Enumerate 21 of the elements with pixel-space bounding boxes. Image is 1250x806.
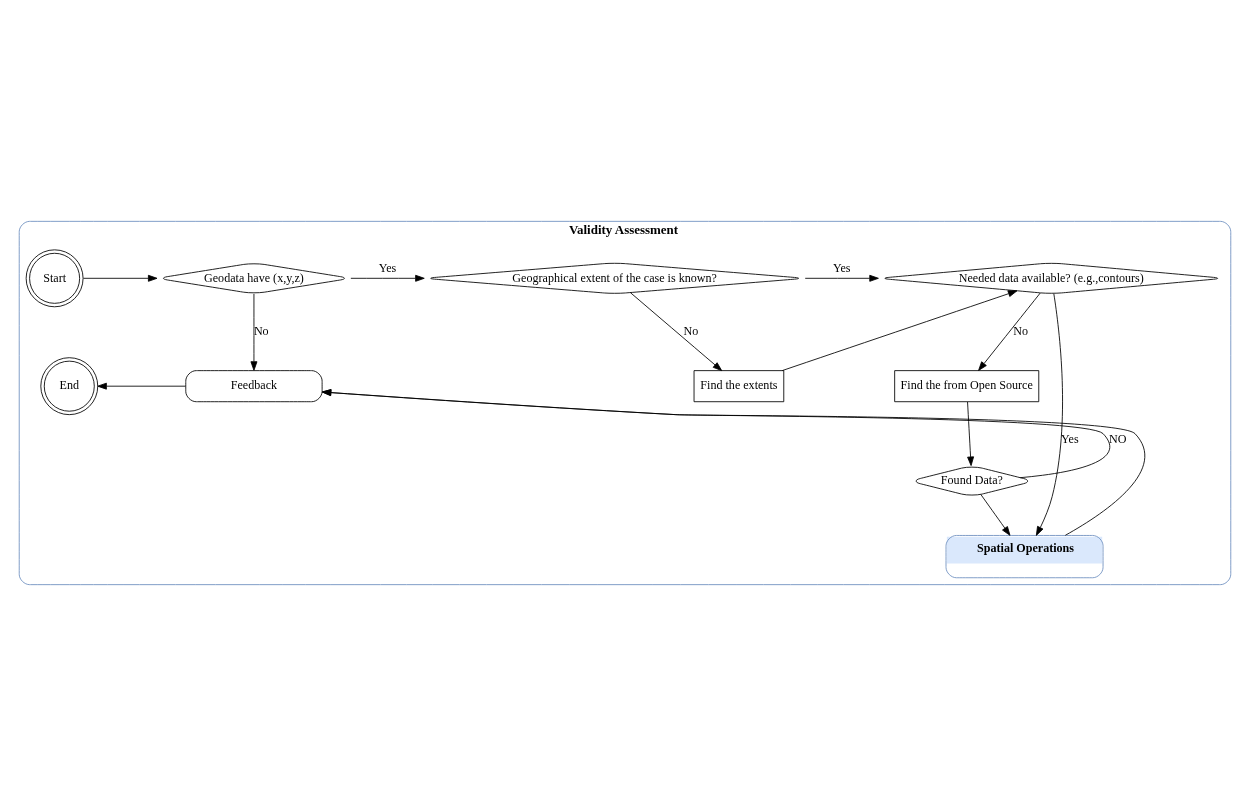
arrow (804, 274, 879, 282)
edge-label: NO (1109, 432, 1127, 447)
edge-label: No (1013, 324, 1029, 339)
arrow (83, 274, 158, 282)
node-box: Find the from Open Source (894, 370, 1040, 403)
arrow (1035, 293, 1063, 536)
arrow (629, 292, 723, 372)
edge-label: No (683, 324, 699, 339)
edge-label: Yes (1061, 432, 1079, 447)
arrow (97, 382, 187, 390)
arrow (250, 293, 258, 371)
edge-label: No (253, 324, 269, 339)
node-box: Feedback (185, 370, 323, 403)
arrow (967, 401, 975, 467)
edge-label: Yes (832, 261, 851, 276)
arrow (978, 292, 1041, 371)
edge-label: Yes (378, 261, 397, 276)
arrow (980, 494, 1011, 536)
node-box: Find the extents (693, 370, 785, 403)
arrow (781, 290, 1018, 371)
arrow (350, 274, 425, 282)
